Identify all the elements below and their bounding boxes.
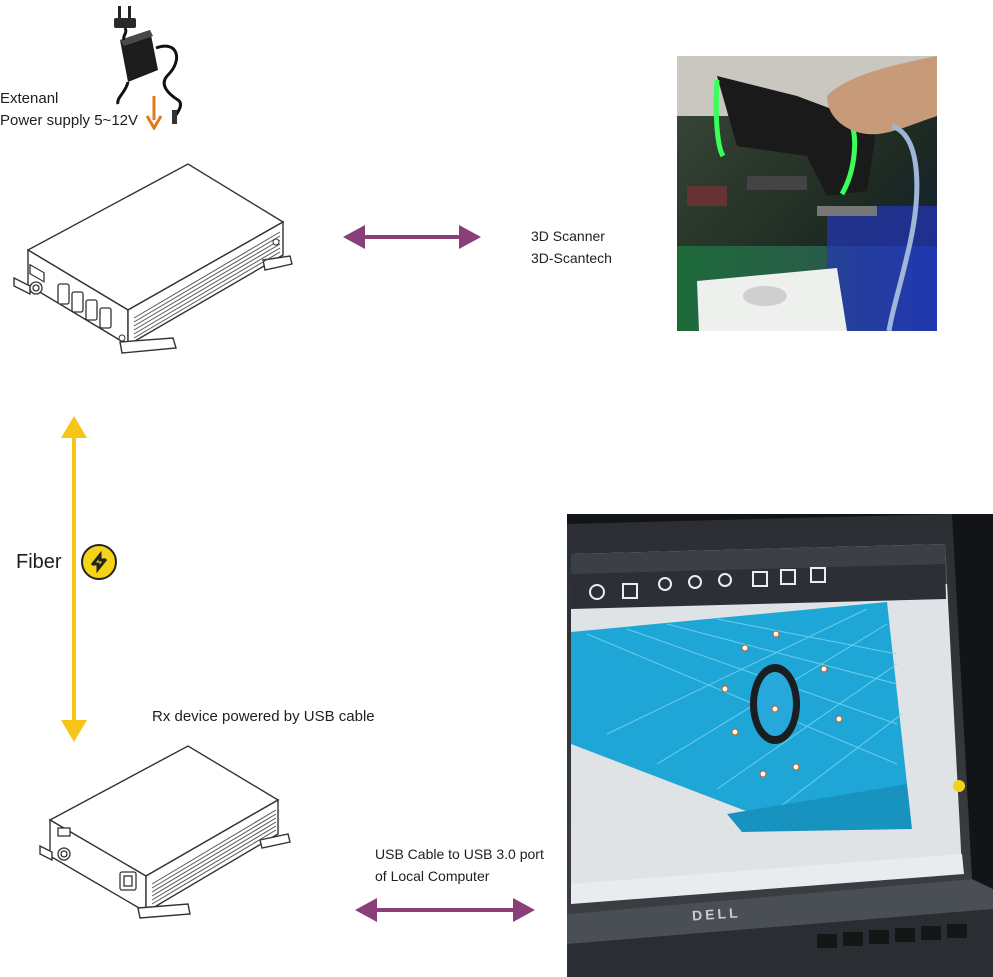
power-arrow: [146, 96, 162, 130]
scanner-label-line1: 3D Scanner: [531, 228, 605, 244]
power-supply-label-line1: Extenanl: [0, 90, 59, 107]
fiber-arrow: [58, 416, 90, 742]
power-supply-label: Extenanl Power supply 5~12V: [0, 88, 138, 132]
scanner-label: 3D Scanner 3D-Scantech: [531, 225, 612, 269]
tx-scanner-double-arrow: [343, 222, 481, 252]
fiber-label: Fiber: [16, 551, 62, 573]
usb-cable-label: USB Cable to USB 3.0 port of Local Compu…: [375, 843, 544, 887]
rx-device-illustration: [38, 742, 293, 932]
rx-device-label: Rx device powered by USB cable: [152, 708, 375, 725]
tx-device-illustration: [8, 160, 298, 360]
scanner-photo: [677, 56, 937, 331]
usb-cable-label-line1: USB Cable to USB 3.0 port: [375, 846, 544, 862]
laptop-photo: DELL: [567, 514, 993, 977]
scanner-label-line2: 3D-Scantech: [531, 250, 612, 266]
rx-computer-double-arrow: [355, 895, 535, 925]
usb-cable-label-line2: of Local Computer: [375, 868, 490, 884]
power-supply-label-line2: Power supply 5~12V: [0, 112, 139, 129]
bidirectional-transfer-icon: [80, 543, 118, 581]
laptop-brand-logo: DELL: [691, 904, 742, 924]
power-adapter-icon: [98, 0, 193, 130]
